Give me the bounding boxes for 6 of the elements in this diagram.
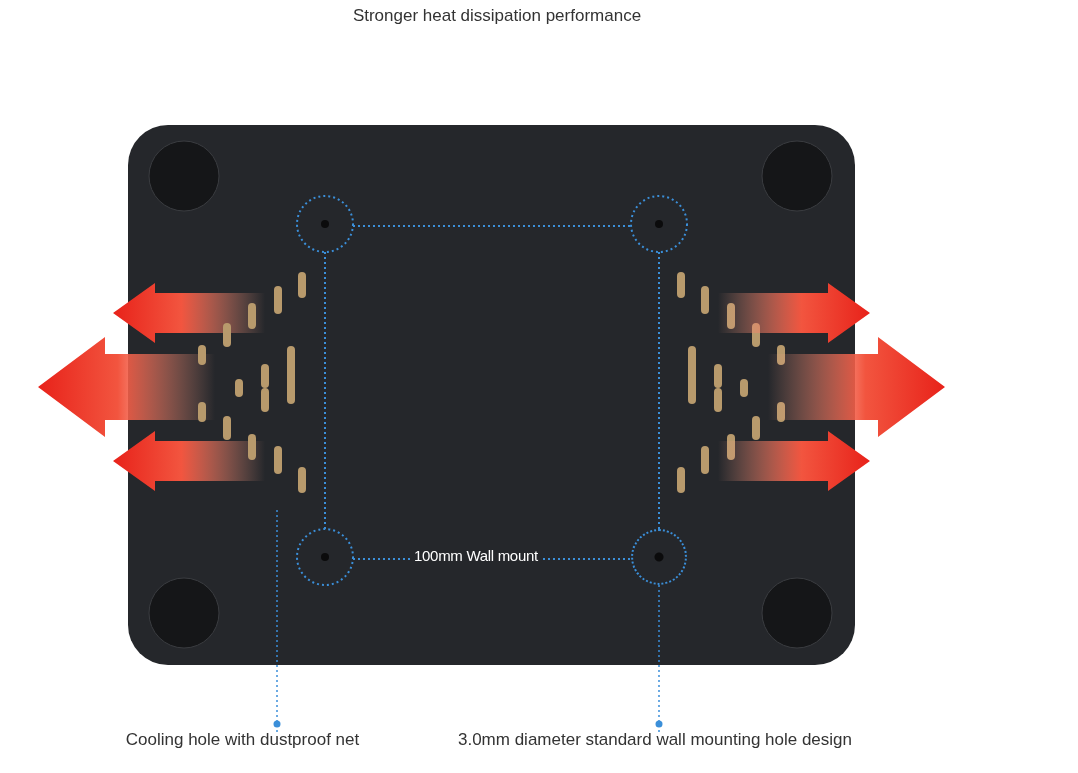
leader-line bbox=[655, 584, 663, 733]
callout-text: Cooling hole with dustproof net bbox=[100, 730, 385, 750]
title: Stronger heat dissipation performance bbox=[351, 6, 643, 26]
leader-line bbox=[273, 507, 281, 733]
dimension-label: 100mm Wall mount bbox=[412, 547, 540, 564]
callout-text: 3.0mm diameter standard wall mounting hole design bbox=[420, 730, 890, 750]
